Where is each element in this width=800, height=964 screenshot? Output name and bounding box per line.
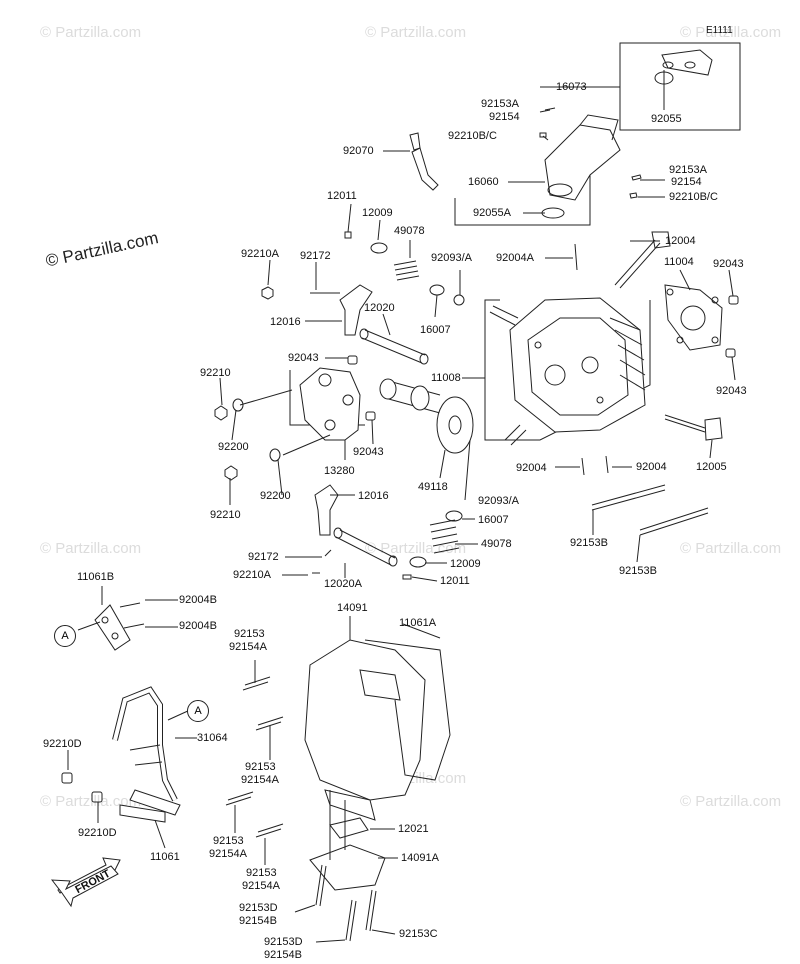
part-label[interactable]: 92043 [353,446,384,458]
part-label[interactable]: 92210 [200,367,231,379]
part-label[interactable]: 12020A [324,578,362,590]
part-label[interactable]: 11004 [664,256,694,268]
part-label[interactable]: 11061 [150,851,180,863]
part-label[interactable]: 11061B [77,571,115,583]
part-label[interactable]: 16007 [478,514,509,526]
part-label[interactable]: 16060 [468,176,499,188]
part-label[interactable]: 92004A [496,252,534,264]
part-label[interactable]: 92153B [619,565,657,577]
watermark: © Partzilla.com [40,540,142,557]
gasket-box [619,42,741,131]
reference-marker-a: A [187,700,209,722]
part-label[interactable]: 92153D [264,936,303,948]
part-label[interactable]: 14091 [337,602,368,614]
part-label[interactable]: 92055 [651,113,682,125]
part-label[interactable]: 12021 [398,823,429,835]
part-label[interactable]: 92210 [210,509,241,521]
part-label[interactable]: 11008 [431,372,461,384]
part-label[interactable]: 92172 [248,551,279,563]
part-label[interactable]: 12020 [364,302,395,314]
part-label[interactable]: 92154A [209,848,247,860]
part-label[interactable]: 92210B/C [669,191,718,203]
reference-marker-a: A [54,625,76,647]
part-label[interactable]: 12009 [450,558,481,570]
part-label[interactable]: 12005 [696,461,727,473]
diagram-code: E1111 [706,25,733,36]
watermark: © Partzilla.com [40,24,142,41]
watermark: © Partzilla.com [680,793,782,810]
part-label[interactable]: 92200 [260,490,291,502]
part-label[interactable]: 31064 [197,732,228,744]
inlet-box [454,150,591,226]
part-label[interactable]: 92210D [43,738,82,750]
part-label[interactable]: 92004B [179,620,217,632]
part-label[interactable]: 12004 [665,235,696,247]
part-label[interactable]: 16007 [420,324,451,336]
part-label[interactable]: 92210A [241,248,279,260]
part-label[interactable]: 11061A [399,617,437,629]
part-label[interactable]: 12009 [362,207,393,219]
part-label[interactable]: 92153 [234,628,265,640]
part-label[interactable]: 12016 [270,316,301,328]
part-label[interactable]: 92043 [716,385,747,397]
part-label[interactable]: 92004 [636,461,667,473]
part-label[interactable]: 92154A [242,880,280,892]
cylinder-head-box [484,299,651,441]
part-label[interactable]: 92153C [399,928,438,940]
part-label[interactable]: 92004 [516,462,547,474]
part-label[interactable]: 92153D [239,902,278,914]
part-label[interactable]: 92210B/C [448,130,497,142]
part-label[interactable]: 92172 [300,250,331,262]
part-label[interactable]: 92210D [78,827,117,839]
part-label[interactable]: 92055A [473,207,511,219]
part-label[interactable]: 12016 [358,490,389,502]
part-label[interactable]: 92153A [669,164,707,176]
part-label[interactable]: 92154A [241,774,279,786]
part-label[interactable]: 92154 [671,176,702,188]
part-label[interactable]: 92153B [570,537,608,549]
part-label[interactable]: 92153 [245,761,276,773]
part-label[interactable]: 12011 [440,575,470,587]
part-label[interactable]: 92153A [481,98,519,110]
watermark: © Partzilla.com [680,540,782,557]
part-label[interactable]: 92154B [264,949,302,961]
watermark: © Partzilla.com [680,24,782,41]
part-label[interactable]: 92154A [229,641,267,653]
part-label[interactable]: 92153 [213,835,244,847]
watermark: © Partzilla.com [40,793,142,810]
part-label[interactable]: 14091A [401,852,439,864]
part-label[interactable]: 92154B [239,915,277,927]
part-label[interactable]: 92200 [218,441,249,453]
part-label[interactable]: 92043 [713,258,744,270]
part-label[interactable]: 92153 [246,867,277,879]
part-label[interactable]: 13280 [324,465,355,477]
part-label[interactable]: 92004B [179,594,217,606]
part-label[interactable]: 49118 [418,481,448,493]
part-label[interactable]: 92093/A [431,252,472,264]
part-label[interactable]: 92093/A [478,495,519,507]
part-label[interactable]: 49078 [481,538,512,550]
part-label[interactable]: 92210A [233,569,271,581]
part-label[interactable]: 49078 [394,225,425,237]
watermark: © Partzilla.com [365,24,467,41]
part-label[interactable]: 92154 [489,111,520,123]
part-label[interactable]: 92070 [343,145,374,157]
part-label[interactable]: 92043 [288,352,319,364]
part-label[interactable]: 16073 [556,81,587,93]
part-label[interactable]: 12011 [327,190,357,202]
